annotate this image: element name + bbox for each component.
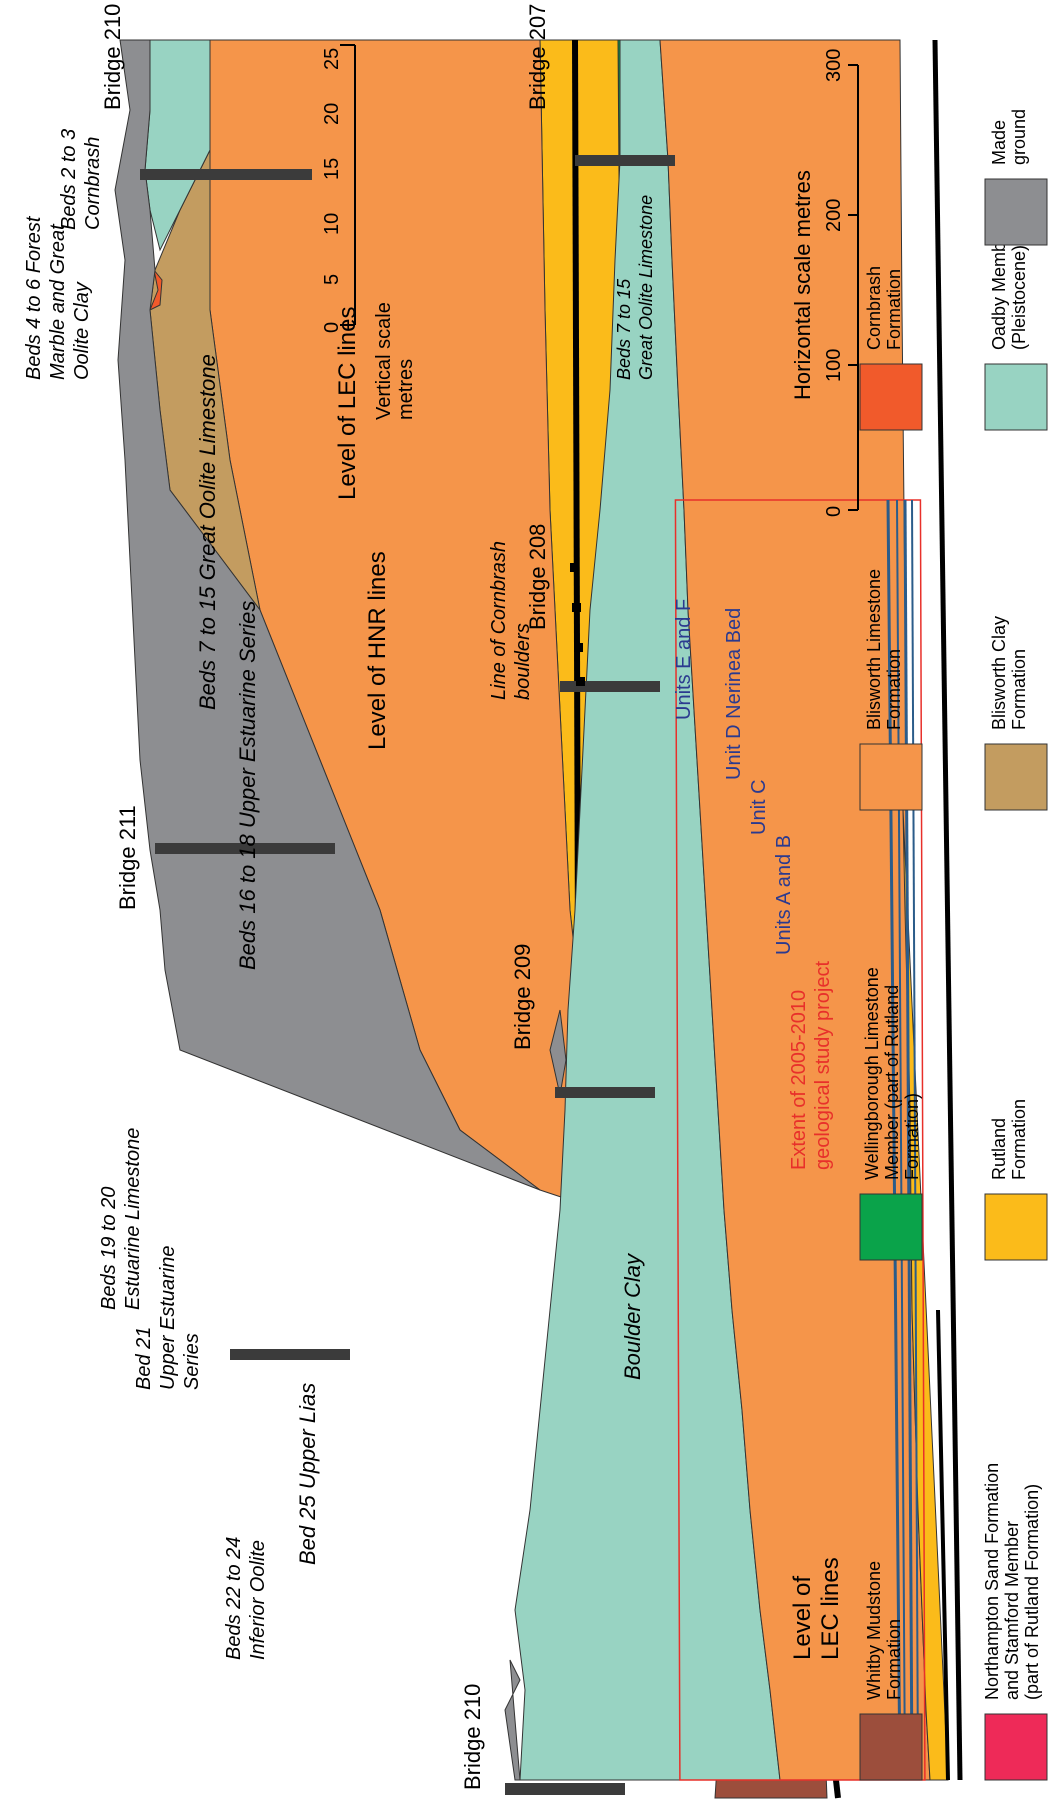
units-a-b-label: Units A and B: [773, 835, 795, 955]
vertical-scale-tick: 15: [321, 158, 343, 180]
cornbrash-boulder: [570, 563, 579, 572]
legend-label-oadby: Oadby Member(Pleistocene): [989, 226, 1029, 350]
vertical-scale: 25 20 15 10 5 0 Vertical scalemetres: [321, 44, 417, 420]
bridge-207-label: Bridge 207: [525, 4, 550, 110]
vertical-scale-tick: 20: [321, 103, 343, 125]
lower-made-ground: [504, 1659, 521, 1781]
lower-bridge-208-pier: [560, 681, 660, 692]
lower-level-lec-label: Level ofLEC lines: [789, 1557, 844, 1660]
units-e-f-label: Units E and F: [673, 599, 695, 720]
bridge-210-lower-label: Bridge 210: [460, 1684, 485, 1790]
vertical-scale-tick: 10: [321, 213, 343, 235]
level-lec-label: Level of LEC lines: [334, 307, 361, 500]
beds-16-18-label: Beds 16 to 18 Upper Estuarine Series: [235, 601, 260, 970]
legend-label-blisworth-limestone: Blisworth LimestoneFormation: [864, 569, 904, 730]
lower-base-line: [932, 39, 963, 1781]
cornbrash-boulder: [576, 677, 585, 686]
bridge-211-label: Bridge 211: [115, 805, 140, 910]
lower-made-ground-2: [549, 1009, 567, 1096]
legend-swatch-cornbrash: [859, 363, 923, 431]
horizontal-scale: 0 100 200 300 Horizontal scale metres: [790, 49, 859, 517]
legend-swatch-rutland: [984, 1193, 1048, 1261]
vertical-scale-label: Vertical scalemetres: [373, 302, 417, 420]
vertical-scale-tick: 0: [321, 322, 343, 333]
upper-lec-line: [572, 39, 581, 951]
legend-swatch-oadby: [984, 363, 1048, 431]
lower-unit-line-c: [896, 499, 906, 1781]
unit-d-label: Unit D Nerinea Bed: [723, 608, 745, 780]
horizontal-scale-tick: 100: [823, 349, 845, 382]
upper-cornbrash: [149, 269, 163, 312]
horizontal-scale-tick: 300: [823, 49, 845, 82]
legend-swatch-blisworth-clay: [984, 743, 1048, 811]
boulder-clay-label: Boulder Clay: [620, 1252, 645, 1380]
horizontal-scale-tick: 200: [823, 199, 845, 232]
legend-label-wellingborough: Wellingborough LimestoneMember (part of …: [862, 967, 922, 1180]
legend-swatch-wellingborough: [859, 1193, 923, 1261]
lower-unit-line-d: [903, 499, 914, 1781]
vertical-scale-tick: 25: [321, 48, 343, 70]
bridge-210-label: Bridge 210: [100, 4, 125, 110]
lower-bridge-210-pier: [505, 1783, 625, 1795]
unit-c-label: Unit C: [748, 779, 770, 835]
legend-swatch-made-ground: [984, 178, 1048, 246]
lower-lec-line: [936, 1309, 950, 1781]
horizontal-scale-tick: 0: [823, 506, 845, 517]
legend-label-whitby: Whitby MudstoneFormation: [864, 1561, 904, 1700]
cornbrash-boulder: [574, 643, 583, 652]
vertical-scale-tick: 5: [321, 274, 343, 285]
legend: Northampton Sand Formationand Stamford M…: [859, 109, 1048, 1781]
legend-label-blisworth-clay: Blisworth ClayFormation: [989, 616, 1029, 730]
cornbrash-boulder: [572, 603, 581, 612]
lower-unit-line-ef: [886, 499, 902, 1781]
legend-label-made-ground: Madeground: [989, 109, 1029, 165]
lower-section: [504, 39, 963, 1795]
bed-25-label: Bed 25 Upper Lias: [295, 1383, 320, 1565]
legend-swatch-northampton: [984, 1713, 1048, 1781]
bridge-208-label: Bridge 208: [525, 524, 550, 630]
upper-bridge-210-pier: [140, 169, 312, 180]
legend-label-northampton: Northampton Sand Formationand Stamford M…: [982, 1463, 1042, 1700]
beds-7-15-label: Beds 7 to 15 Great Oolite Limestone: [195, 354, 220, 710]
lower-project-extent-outline: [674, 499, 926, 1781]
horizontal-scale-label: Horizontal scale metres: [790, 170, 815, 400]
upper-bridge-plain-pier: [230, 1349, 350, 1360]
legend-label-cornbrash: CornbrashFormation: [864, 266, 904, 350]
bridge-209-label: Bridge 209: [510, 944, 535, 1050]
legend-swatch-blisworth-limestone: [859, 743, 923, 811]
lower-bridge-209-pier: [555, 1087, 655, 1098]
legend-label-rutland: RutlandFormation: [989, 1099, 1029, 1180]
upper-made-ground: [114, 39, 541, 1191]
lower-unit-line-ab: [911, 499, 919, 1781]
legend-swatch-whitby: [859, 1713, 923, 1781]
lower-bridge-207-pier: [575, 155, 675, 166]
upper-bridge-211-pier: [155, 843, 335, 854]
level-hnr-label: Level of HNR lines: [364, 551, 391, 750]
